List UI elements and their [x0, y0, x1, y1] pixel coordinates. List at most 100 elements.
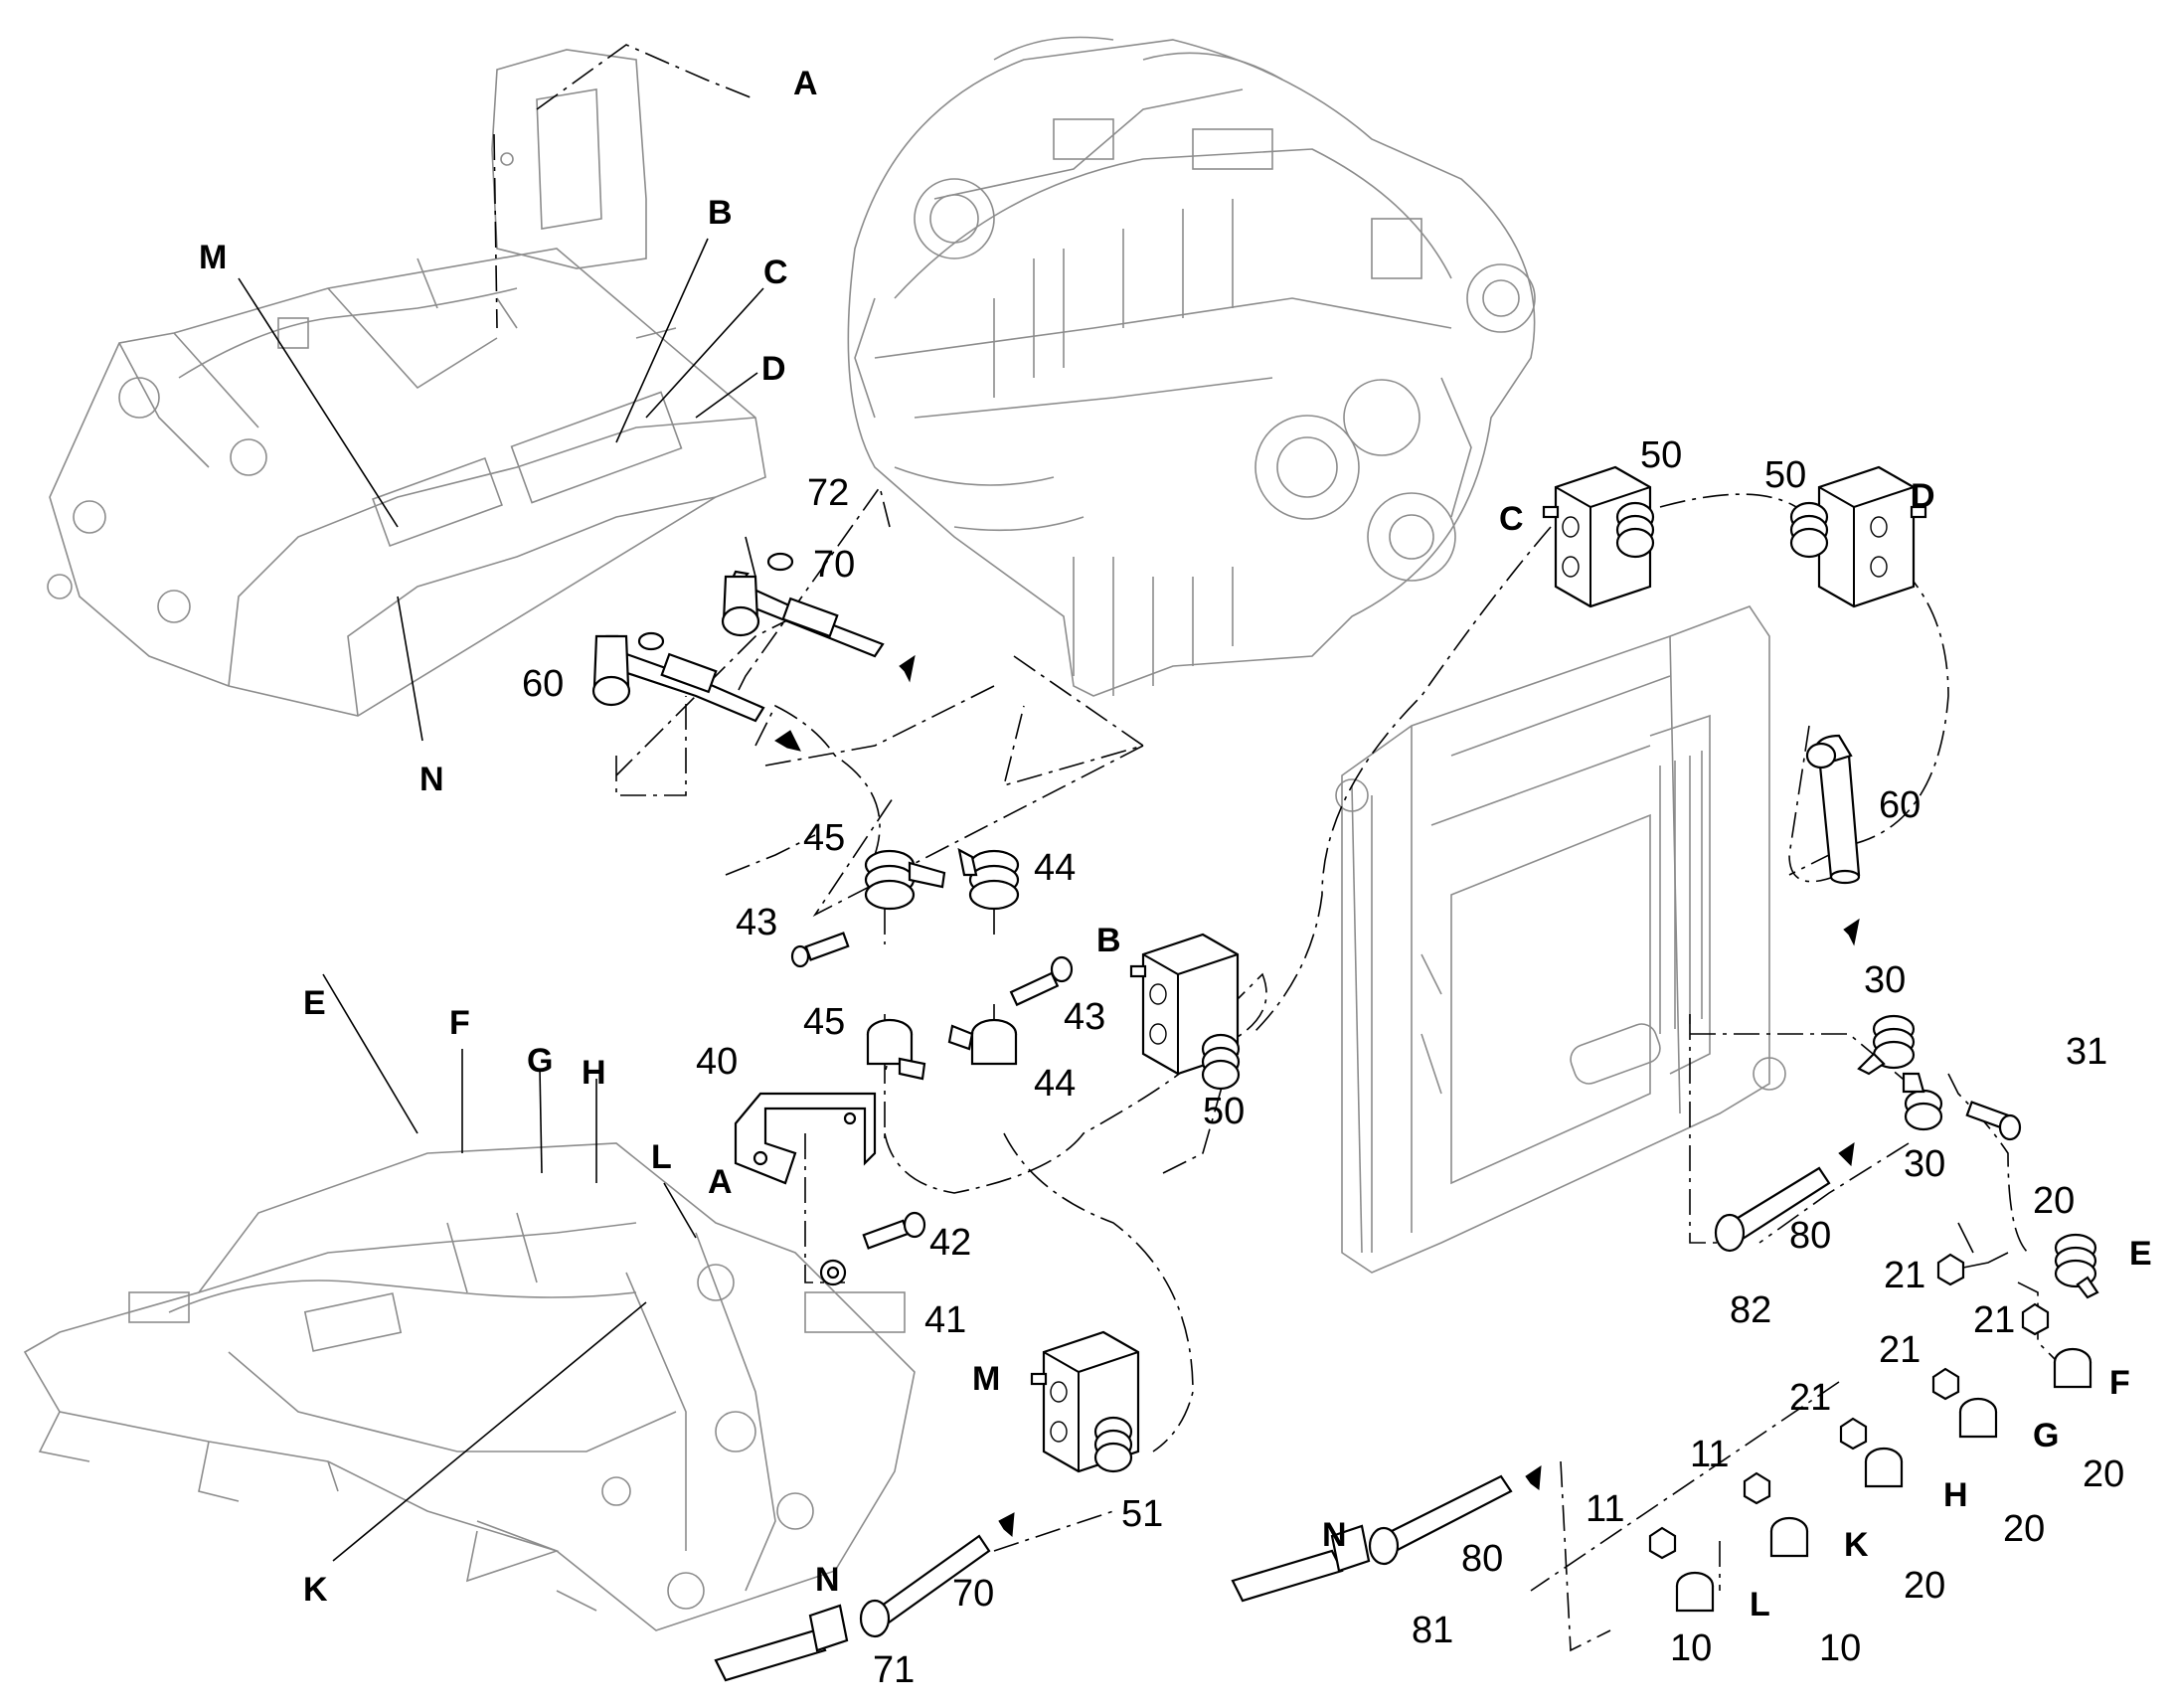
elbow-fitting-60-right: [1805, 734, 1861, 885]
clamp-20-h: [1864, 1447, 1904, 1488]
callout-30-lower: 30: [1904, 1143, 1945, 1185]
callout-k-right: K: [1844, 1526, 1869, 1564]
callout-d-top: D: [761, 350, 786, 388]
clamp-10-l: [1675, 1571, 1715, 1613]
callout-21-h: 21: [1789, 1377, 1831, 1419]
callout-11-l: 11: [1586, 1488, 1624, 1530]
callout-43-left: 43: [736, 902, 777, 943]
clamp-20-g: [1958, 1397, 1998, 1439]
clamp-45-upper: [864, 849, 946, 911]
bolt-42: [862, 1211, 926, 1250]
assembly-lines: [493, 44, 2059, 1652]
nut-21-f: [2021, 1302, 2050, 1336]
callout-e-right: E: [2129, 1235, 2152, 1273]
callout-k-left: K: [303, 1571, 328, 1609]
block-clamp-c: [1542, 465, 1655, 608]
nut-11-l: [1648, 1526, 1677, 1560]
clamp-44-upper: [957, 847, 1020, 911]
callout-21-e: 21: [1884, 1255, 1925, 1296]
callout-20-e: 20: [2033, 1180, 2075, 1222]
callout-30-upper: 30: [1864, 959, 1906, 1001]
callout-41: 41: [924, 1299, 966, 1341]
clamp-20-f: [2053, 1347, 2092, 1389]
callout-50-d: 50: [1764, 454, 1806, 496]
callout-50-c: 50: [1640, 434, 1682, 476]
callout-50-mid: 50: [1203, 1091, 1245, 1132]
bolt-43-left: [790, 932, 850, 968]
bolt-43-right: [1009, 955, 1074, 1007]
callout-43-right: 43: [1064, 996, 1105, 1038]
callout-n-left: N: [815, 1561, 840, 1599]
callout-31: 31: [2066, 1031, 2107, 1073]
clamp-30-lower: [1902, 1072, 1943, 1131]
callout-20-f: 20: [2083, 1453, 2124, 1495]
callout-f-left: F: [449, 1004, 470, 1042]
block-clamp-m: [1030, 1330, 1140, 1473]
callout-45-mid: 45: [803, 1001, 845, 1043]
hose-80-right: [1714, 1166, 1831, 1253]
callout-80-right: 80: [1789, 1215, 1831, 1257]
callout-d-right: D: [1911, 477, 1935, 515]
callout-g-right: G: [2033, 1417, 2059, 1454]
engine-assembly: [847, 36, 1536, 697]
callout-m-mid: M: [972, 1360, 1000, 1398]
callout-44-top: 44: [1034, 847, 1076, 889]
part-callouts: A B C D M N 72 70 60 45 44 43 B 43 45 44…: [199, 65, 2152, 1691]
upper-frame-assembly: [47, 49, 766, 717]
callout-60-right: 60: [1879, 784, 1921, 826]
callout-72: 72: [807, 472, 849, 514]
bracket-40: [734, 1092, 877, 1185]
callout-n-top: N: [419, 761, 444, 798]
callout-71: 71: [873, 1649, 915, 1691]
callout-80-bottom: 80: [1461, 1538, 1503, 1580]
callout-f-right: F: [2109, 1364, 2130, 1402]
callout-e-left: E: [303, 984, 326, 1022]
callout-42: 42: [929, 1222, 971, 1264]
callout-20-g: 20: [2003, 1508, 2045, 1550]
clamp-20-e: [2054, 1233, 2099, 1299]
clamp-30-upper: [1857, 1014, 1916, 1076]
bolt-31: [1965, 1101, 2022, 1141]
callout-45-top: 45: [803, 817, 845, 859]
callout-10-l: 10: [1670, 1627, 1712, 1669]
callout-h-right: H: [1943, 1476, 1968, 1514]
leader-lines: [238, 238, 2009, 1562]
callout-g-left: G: [527, 1042, 553, 1080]
nut-11-k: [1743, 1471, 1771, 1505]
hose-80-lower: [1231, 1474, 1513, 1603]
hose-fitting-70-upper: [721, 552, 885, 658]
direction-arrows: [774, 654, 1860, 1538]
nut-21-g: [1931, 1367, 1960, 1401]
callout-m-top: M: [199, 239, 227, 276]
callout-n-right: N: [1322, 1516, 1347, 1554]
callout-a-mid: A: [708, 1163, 733, 1201]
clamp-45-lower: [866, 1018, 926, 1081]
callout-60-top: 60: [522, 663, 564, 705]
callout-20-h: 20: [1904, 1565, 1945, 1607]
callout-11-k: 11: [1690, 1434, 1729, 1475]
callout-70-bottom: 70: [952, 1573, 994, 1615]
lower-frame-assembly: [23, 1142, 916, 1631]
callout-70-top: 70: [813, 544, 855, 586]
washer-41: [819, 1259, 847, 1286]
callout-h-left: H: [582, 1054, 606, 1092]
callout-b-mid: B: [1096, 922, 1121, 959]
nut-21-h: [1839, 1417, 1868, 1451]
clamp-10-k: [1769, 1516, 1809, 1558]
nut-21-e: [1936, 1253, 1965, 1286]
callout-44-mid: 44: [1034, 1063, 1076, 1105]
callout-b-top: B: [708, 194, 733, 232]
block-clamp-b: [1129, 933, 1241, 1091]
hose-70-lower: [714, 1534, 991, 1682]
callout-81: 81: [1412, 1610, 1453, 1651]
callout-a-top: A: [793, 65, 818, 102]
radiator-assembly: [1335, 605, 1786, 1274]
clamp-44-lower: [947, 1018, 1018, 1066]
callout-21-f: 21: [1973, 1299, 2015, 1341]
callout-40: 40: [696, 1041, 738, 1083]
callout-l-left: L: [651, 1138, 672, 1176]
callout-l-right: L: [1750, 1586, 1770, 1623]
callout-21-g: 21: [1879, 1329, 1921, 1371]
